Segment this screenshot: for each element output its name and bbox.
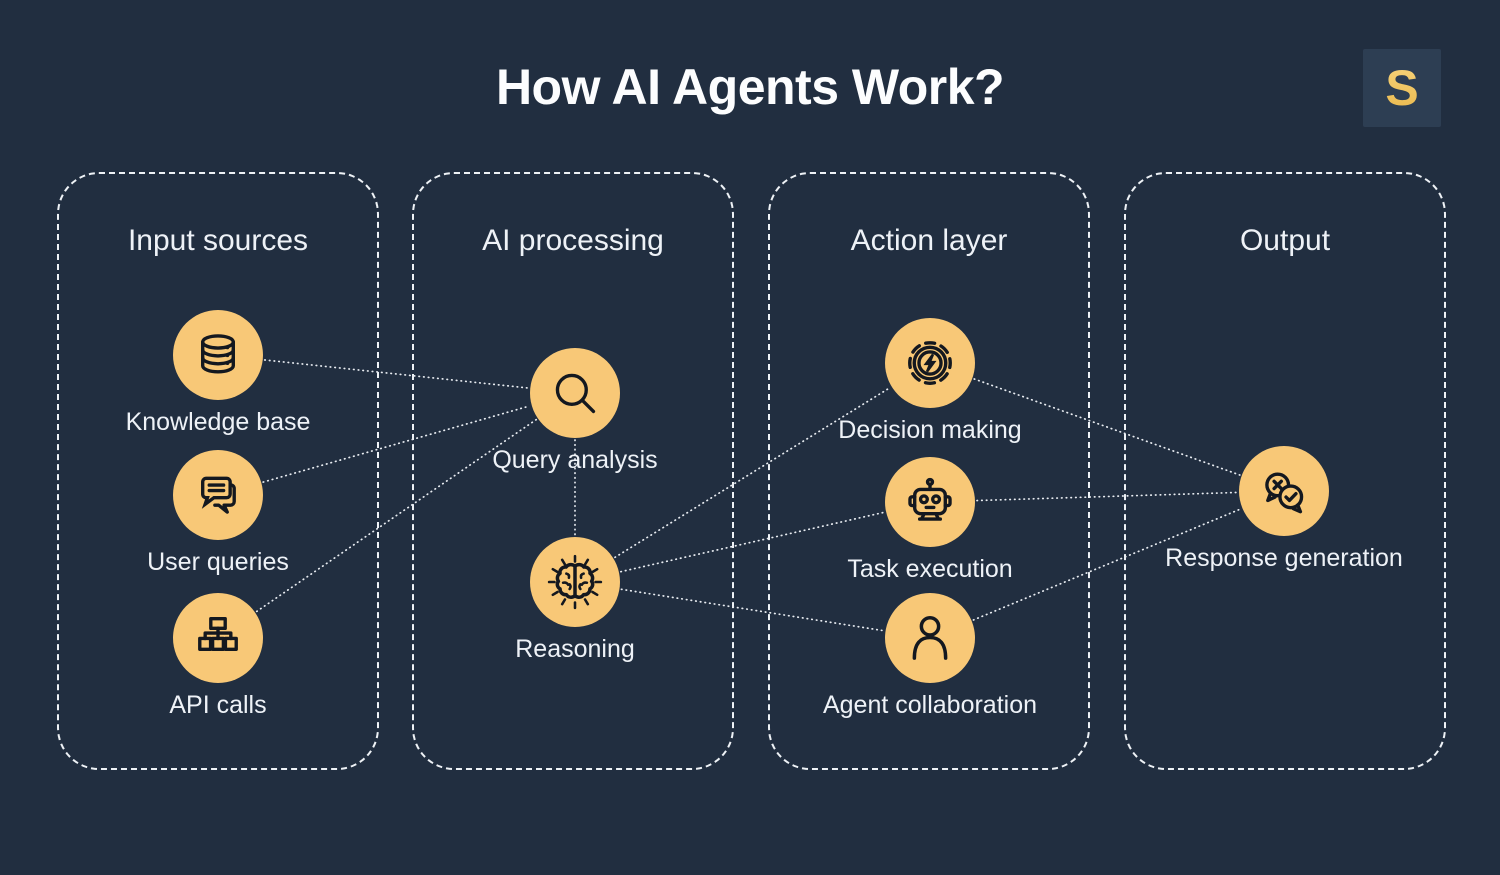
brain-icon — [547, 554, 603, 610]
node-label: User queries — [147, 548, 289, 576]
node-label: Reasoning — [515, 635, 635, 663]
robot-icon — [908, 477, 952, 521]
person-icon — [912, 615, 948, 660]
node-label: API calls — [169, 691, 267, 719]
gear-lightning-icon — [908, 341, 952, 385]
column-header: Action layer — [850, 224, 1008, 257]
node-query-analysis — [530, 348, 620, 438]
node-response-generation — [1239, 446, 1329, 536]
node-reasoning — [530, 537, 620, 627]
node-label: Decision making — [838, 416, 1022, 444]
column-header: Input sources — [127, 224, 309, 257]
node-label: Knowledge base — [125, 408, 311, 436]
node-label: Task execution — [847, 555, 1013, 583]
sitemap-icon — [198, 616, 238, 651]
page-title: How AI Agents Work? — [495, 59, 1005, 115]
node-user-queries — [173, 450, 263, 540]
column-header: Output — [1239, 224, 1331, 257]
node-agent-collaboration — [885, 593, 975, 683]
magnifier-icon — [555, 373, 596, 414]
node-decision-making — [885, 318, 975, 408]
brand-logo-letter: S — [1385, 60, 1419, 116]
brand-logo: S — [1363, 49, 1441, 127]
node-api-calls — [173, 593, 263, 683]
chat-bubbles-icon — [201, 476, 236, 514]
node-label: Response generation — [1165, 544, 1403, 572]
database-icon — [201, 334, 235, 374]
column-header: AI processing — [482, 224, 664, 257]
node-knowledge-base — [173, 310, 263, 400]
chat-check-cross-icon — [1265, 472, 1304, 514]
node-label: Query analysis — [492, 446, 658, 474]
node-label: Agent collaboration — [822, 691, 1038, 719]
node-task-execution — [885, 457, 975, 547]
